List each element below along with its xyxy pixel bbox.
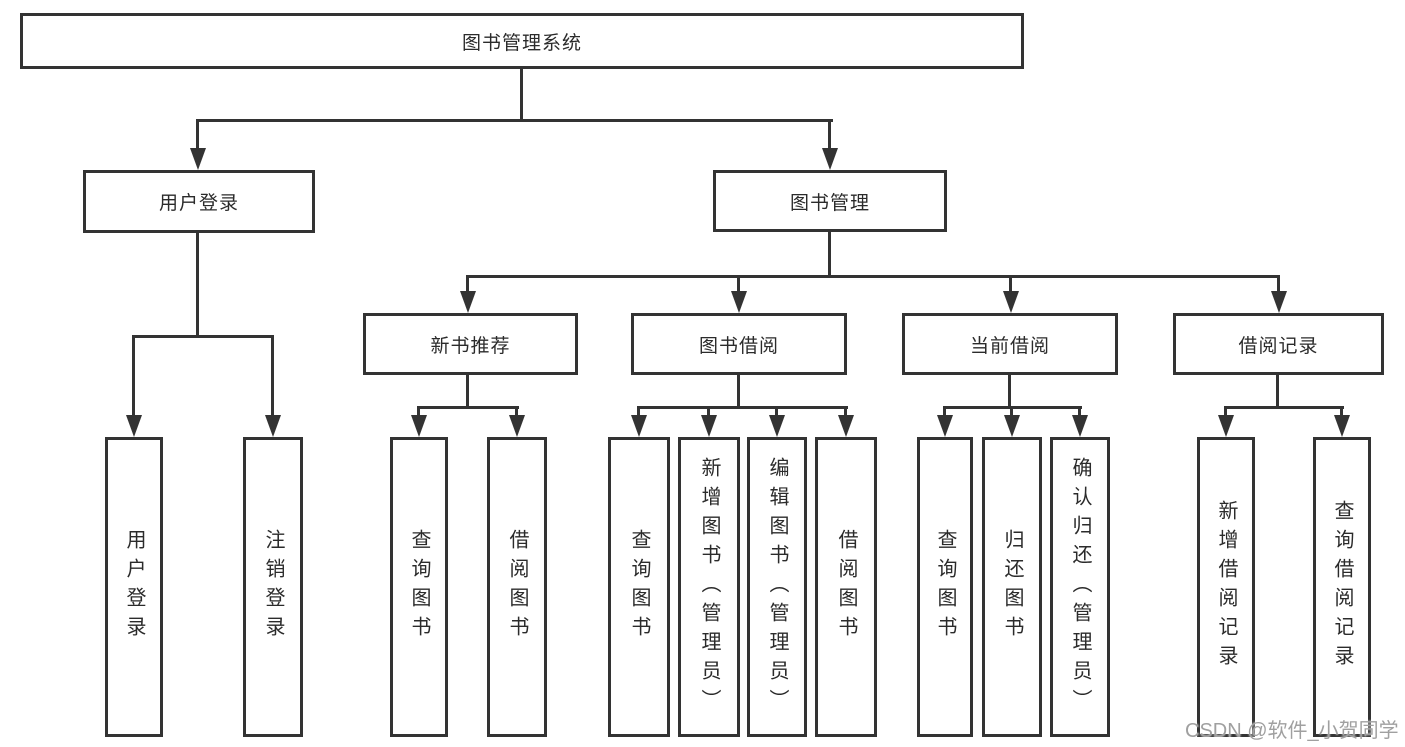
connector: [775, 406, 778, 417]
arrow-down-icon: [509, 415, 525, 437]
arrow-down-icon: [265, 415, 281, 437]
node-book-borrow: 图书借阅: [631, 313, 847, 375]
node-label: 图书借阅: [698, 335, 779, 357]
connector: [466, 375, 469, 406]
leaf-borrow-book-recommend: 借阅图书: [487, 437, 547, 737]
leaf-label: 借阅图书: [506, 529, 528, 645]
leaf-logout: 注销登录: [243, 437, 303, 737]
arrow-down-icon: [1004, 415, 1020, 437]
arrow-down-icon: [1271, 291, 1287, 313]
connector: [737, 275, 740, 293]
arrow-down-icon: [1072, 415, 1088, 437]
leaf-label: 借阅图书: [835, 529, 857, 645]
connector: [844, 406, 847, 417]
leaf-label: 查询图书: [408, 529, 430, 645]
leaf-add-book-admin: 新增图书（管理员）: [678, 437, 740, 737]
node-label: 借阅记录: [1238, 335, 1319, 357]
leaf-label: 用户登录: [123, 529, 145, 645]
leaf-borrow-book: 借阅图书: [815, 437, 877, 737]
node-current-borrow: 当前借阅: [902, 313, 1118, 375]
arrow-down-icon: [701, 415, 717, 437]
connector: [1224, 406, 1344, 409]
leaf-label: 查询图书: [628, 529, 650, 645]
leaf-edit-book-admin: 编辑图书（管理员）: [747, 437, 807, 737]
leaf-add-borrow-record: 新增借阅记录: [1197, 437, 1255, 737]
connector: [1277, 275, 1280, 293]
arrow-down-icon: [838, 415, 854, 437]
leaf-label: 查询借阅记录: [1331, 500, 1353, 674]
leaf-user-login: 用户登录: [105, 437, 163, 737]
connector: [1340, 406, 1343, 417]
connector: [132, 335, 274, 338]
connector: [637, 406, 640, 417]
connector: [1224, 406, 1227, 417]
leaf-query-book-current: 查询图书: [917, 437, 973, 737]
connector: [1008, 375, 1011, 406]
arrow-down-icon: [1218, 415, 1234, 437]
node-label: 用户登录: [158, 193, 239, 214]
arrow-down-icon: [731, 291, 747, 313]
leaf-query-book-borrow: 查询图书: [608, 437, 670, 737]
connector: [1276, 375, 1279, 406]
leaf-label: 新增图书（管理员）: [698, 456, 720, 718]
connector: [515, 406, 518, 417]
leaf-label: 归还图书: [1001, 529, 1023, 645]
node-book-management: 图书管理: [713, 170, 947, 232]
connector: [737, 375, 740, 406]
arrow-down-icon: [631, 415, 647, 437]
arrow-down-icon: [1334, 415, 1350, 437]
watermark: CSDN @软件_小贺同学: [1185, 720, 1399, 742]
connector: [196, 233, 199, 335]
arrow-down-icon: [126, 415, 142, 437]
node-user-login: 用户登录: [83, 170, 315, 233]
connector: [1010, 406, 1013, 417]
node-label: 图书管理: [789, 192, 870, 214]
connector: [943, 406, 946, 417]
node-label: 新书推荐: [430, 335, 511, 357]
node-label: 图书管理系统: [461, 32, 582, 54]
connector: [828, 232, 831, 275]
node-label: 当前借阅: [969, 335, 1050, 357]
arrow-down-icon: [190, 148, 206, 170]
connector: [466, 275, 469, 293]
leaf-query-book-recommend: 查询图书: [390, 437, 448, 737]
connector: [637, 406, 848, 409]
leaf-label: 注销登录: [262, 529, 284, 645]
connector: [196, 119, 199, 149]
node-library-system: 图书管理系统: [20, 13, 1024, 69]
arrow-down-icon: [460, 291, 476, 313]
arrow-down-icon: [411, 415, 427, 437]
leaf-label: 编辑图书（管理员）: [766, 456, 788, 718]
leaf-confirm-return-admin: 确认归还（管理员）: [1050, 437, 1110, 737]
connector: [1078, 406, 1081, 417]
connector: [196, 119, 833, 122]
connector: [132, 335, 135, 417]
node-borrow-records: 借阅记录: [1173, 313, 1384, 375]
arrow-down-icon: [769, 415, 785, 437]
arrow-down-icon: [1003, 291, 1019, 313]
connector: [466, 275, 1280, 278]
leaf-return-book: 归还图书: [982, 437, 1042, 737]
leaf-label: 新增借阅记录: [1215, 500, 1237, 674]
arrow-down-icon: [822, 148, 838, 170]
leaf-label: 查询图书: [934, 529, 956, 645]
connector: [707, 406, 710, 417]
connector: [1009, 275, 1012, 293]
connector: [520, 69, 523, 119]
leaf-label: 确认归还（管理员）: [1069, 456, 1091, 718]
connector: [417, 406, 420, 417]
arrow-down-icon: [937, 415, 953, 437]
connector: [828, 119, 831, 149]
node-new-book-recommend: 新书推荐: [363, 313, 578, 375]
connector: [417, 406, 519, 409]
leaf-query-borrow-record: 查询借阅记录: [1313, 437, 1371, 737]
connector: [271, 335, 274, 417]
